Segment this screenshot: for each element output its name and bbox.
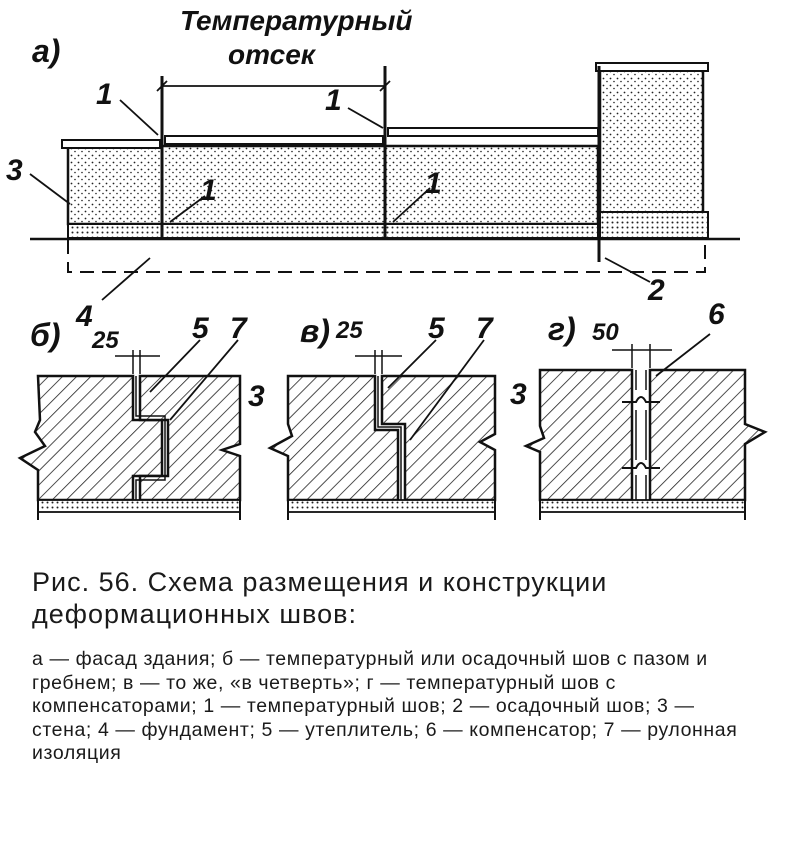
dim-25-v: 25	[335, 317, 363, 344]
panel-a-facade	[29, 62, 740, 301]
label-4: 4	[75, 300, 93, 333]
panel-label-b: б)	[30, 317, 60, 353]
label-3-a: 3	[6, 154, 23, 187]
figure-legend: а — фасад здания; б — температурный или …	[32, 648, 738, 764]
label-section: отсек	[228, 39, 317, 70]
label-2: 2	[647, 274, 665, 307]
label-1-b: 1	[325, 84, 342, 117]
panel-label-v: в)	[300, 313, 330, 349]
panel-b-tongue-groove	[17, 339, 242, 520]
label-7-b: 7	[230, 312, 248, 345]
label-1-a: 1	[96, 78, 113, 111]
label-3-b: 3	[248, 380, 265, 413]
label-5-v: 5	[428, 312, 446, 345]
panel-g-compensators	[522, 333, 768, 520]
dim-50-g: 50	[592, 319, 619, 346]
label-3-v: 3	[510, 378, 527, 411]
panel-label-g: г)	[548, 311, 576, 347]
panel-label-a: а)	[32, 33, 60, 69]
dim-25-b: 25	[91, 327, 119, 354]
figure-caption: Рис. 56. Схема размещения и конструкции …	[32, 567, 608, 629]
label-5-b: 5	[192, 312, 210, 345]
label-1-d: 1	[425, 167, 442, 200]
label-7-v: 7	[476, 312, 494, 345]
panel-v-rebated-joint	[267, 339, 497, 520]
label-1-c: 1	[200, 174, 217, 207]
label-temperature-section: Температурный	[180, 5, 412, 36]
deformation-joints-diagram: Температурный отсек а) 1 1 1 1 3 4 2 б) …	[6, 5, 768, 520]
label-6: 6	[708, 298, 725, 331]
